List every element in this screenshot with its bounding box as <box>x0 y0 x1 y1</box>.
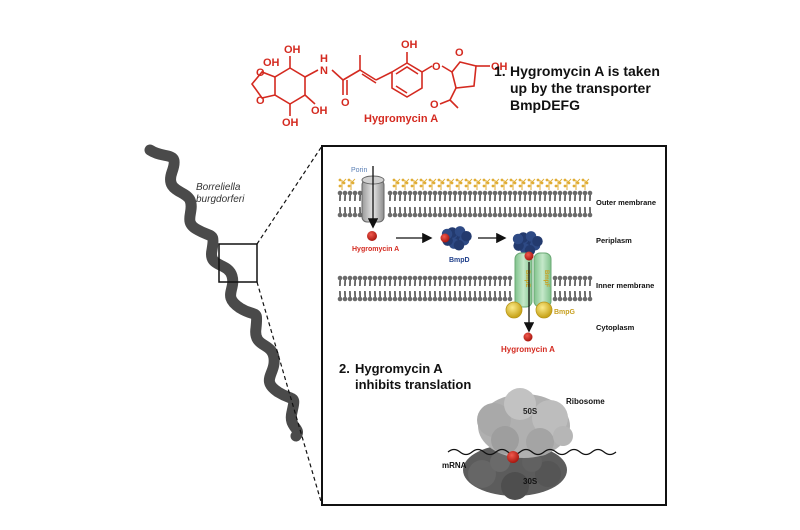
step2-number: 2. <box>339 361 350 376</box>
ribosome-label: Ribosome <box>566 397 605 406</box>
spirochete-body <box>144 144 303 442</box>
furanose-ring <box>451 61 477 89</box>
step2-line-1: Hygromycin A <box>355 361 443 376</box>
dioxolane-ring <box>250 71 276 99</box>
inositol-ring <box>274 67 306 105</box>
zoom-line-top <box>256 145 323 245</box>
atom-oh-top-left: OH <box>284 44 301 56</box>
atom-o-ring: O <box>455 47 464 59</box>
bmpd-protein <box>441 226 472 251</box>
bmpe-label: BmpE <box>524 270 530 287</box>
atom-h: H <box>320 53 328 65</box>
hygromycin-periplasm-label: Hygromycin A <box>352 246 399 253</box>
atom-n: N <box>320 65 328 77</box>
bmpd-docked-protein <box>512 231 543 256</box>
hygromycin-cytoplasm-label: Hygromycin A <box>501 345 555 354</box>
bmpg-label: BmpG <box>554 309 576 316</box>
outer-membrane-label: Outer membrane <box>596 198 656 207</box>
atom-oh-phenol: OH <box>401 39 418 51</box>
molecule-name-label: Hygromycin A <box>364 113 438 125</box>
organism-name-line-1: Borreliella <box>196 182 241 193</box>
inner-membrane <box>337 275 593 302</box>
hygromycin-in-transporter <box>524 251 534 261</box>
bmpe-protein: BmpE <box>514 252 533 308</box>
bmpg-left <box>505 301 523 319</box>
zoom-region-box <box>218 243 258 283</box>
step1-number: 1. <box>494 63 506 79</box>
hygromycin-periplasm-ball <box>367 231 377 241</box>
atom-oh-bottom-right: OH <box>311 105 328 117</box>
ribosome-50s-label: 50S <box>523 407 538 416</box>
atom-o-amide: O <box>341 97 350 109</box>
atom-o-dioxolane-top: O <box>256 67 265 79</box>
atom-o-ketone: O <box>430 99 439 111</box>
mrna-label: mRNA <box>442 461 467 470</box>
phenol-ring <box>391 62 423 98</box>
outer-membrane <box>337 190 593 218</box>
hygromycin-on-ribosome <box>507 451 519 463</box>
mrna-strand <box>447 448 617 456</box>
step1-line-2: up by the transporter <box>510 80 651 96</box>
inner-membrane-label: Inner membrane <box>596 281 654 290</box>
bmpd-bound-ligand <box>440 233 450 243</box>
bmpg-right <box>535 301 553 319</box>
porin-label: Porin <box>351 167 367 174</box>
hygromycin-cytoplasm-ball <box>523 332 533 342</box>
step1-line-1: Hygromycin A is taken <box>510 63 660 79</box>
ribosome-50s <box>477 388 573 458</box>
organism-name-line-2: burgdorferi <box>196 194 245 205</box>
hygromycin-structure <box>250 52 490 116</box>
atom-o-dioxolane-bottom: O <box>256 95 265 107</box>
atom-oh-bottom-left: OH <box>282 117 299 129</box>
step2-line-2: inhibits translation <box>355 377 471 392</box>
bmpf-label: BmpF <box>543 270 549 287</box>
lps-layer <box>338 178 590 190</box>
periplasm-label: Periplasm <box>596 236 632 245</box>
bmpd-label: BmpD <box>449 257 470 264</box>
zoom-line-bottom <box>256 281 323 506</box>
atom-oh-sugar: OH <box>491 61 508 73</box>
ribosome-30s <box>463 444 567 500</box>
bmpf-protein: BmpF <box>533 252 552 308</box>
ribosome-30s-label: 30S <box>523 477 538 486</box>
atom-o-ether: O <box>432 61 441 73</box>
atom-oh-left: OH <box>263 57 280 69</box>
step1-line-3: BmpDEFG <box>510 97 580 113</box>
cytoplasm-label: Cytoplasm <box>596 323 635 332</box>
